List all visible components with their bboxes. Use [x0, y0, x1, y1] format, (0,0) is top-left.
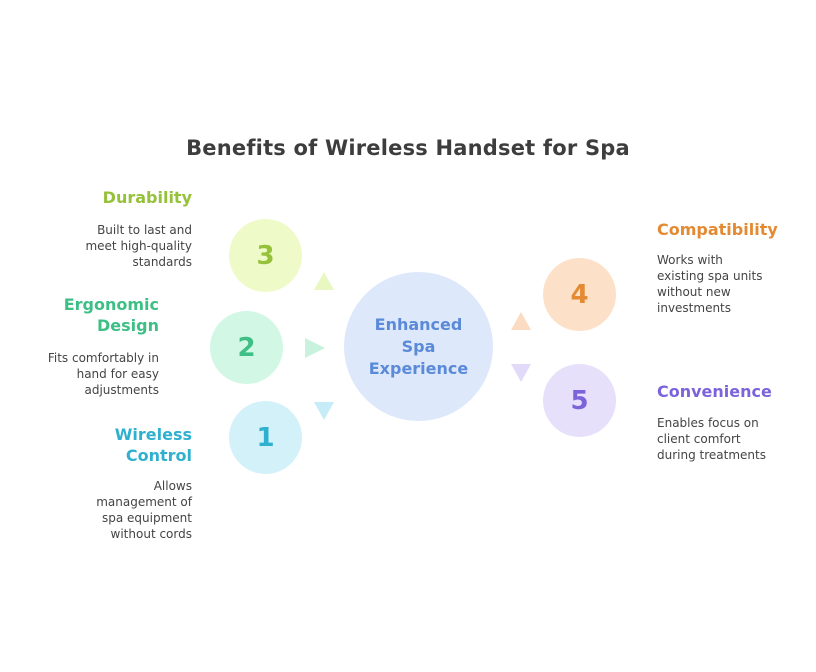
center-label-line: Spa	[401, 336, 436, 356]
desc-line: without new	[657, 285, 731, 299]
desc-line: Enables focus on	[657, 416, 759, 430]
heading-line: Ergonomic	[63, 295, 159, 314]
desc-line: hand for easy	[76, 367, 159, 381]
benefit-circle-3: 3	[229, 219, 302, 292]
benefit-desc-ergonomic-design: Fits comfortably in hand for easy adjust…	[48, 350, 159, 398]
desc-line: Fits comfortably in	[47, 351, 159, 365]
diagram-title: Benefits of Wireless Handset for Spa	[186, 136, 630, 160]
desc-line: without cords	[110, 527, 192, 541]
benefit-number: 2	[237, 332, 256, 363]
desc-line: Allows	[153, 479, 192, 493]
benefit-number: 3	[256, 240, 275, 271]
desc-line: investments	[657, 301, 732, 315]
benefit-heading-wireless-control: Wireless Control	[115, 424, 192, 466]
benefit-desc-compatibility: Works with existing spa units without ne…	[657, 252, 762, 316]
desc-line: client comfort	[657, 432, 741, 446]
benefit-circle-2: 2	[210, 311, 283, 384]
benefit-heading-convenience: Convenience	[657, 381, 772, 402]
center-circle-enhanced-spa-experience: Enhanced Spa Experience	[344, 272, 493, 421]
benefit-circle-4: 4	[543, 258, 616, 331]
desc-line: meet high-quality	[85, 239, 192, 253]
benefit-desc-convenience: Enables focus on client comfort during t…	[657, 415, 766, 463]
benefit-desc-wireless-control: Allows management of spa equipment witho…	[96, 478, 192, 542]
desc-line: adjustments	[84, 383, 159, 397]
arrow-right-triangle-icon	[305, 338, 325, 358]
desc-line: during treatments	[657, 448, 766, 462]
center-label-line: Experience	[368, 358, 469, 378]
heading-line: Design	[97, 316, 159, 335]
benefit-desc-durability: Built to last and meet high-quality stan…	[85, 222, 192, 270]
arrow-down-triangle-icon	[511, 364, 531, 382]
desc-line: Built to last and	[97, 223, 192, 237]
benefit-heading-durability: Durability	[103, 187, 192, 208]
desc-line: existing spa units	[657, 269, 763, 283]
heading-line: Convenience	[657, 382, 772, 401]
desc-line: Works with	[657, 253, 723, 267]
heading-line: Durability	[102, 188, 192, 207]
center-label: Enhanced Spa Experience	[369, 314, 469, 380]
desc-line: management of	[96, 495, 192, 509]
benefit-number: 5	[570, 385, 589, 416]
benefit-heading-ergonomic-design: Ergonomic Design	[64, 294, 159, 336]
desc-line: spa equipment	[102, 511, 192, 525]
desc-line: standards	[132, 255, 192, 269]
heading-line: Wireless	[114, 425, 192, 444]
arrow-up-triangle-icon	[314, 272, 334, 290]
benefit-number: 4	[570, 279, 589, 310]
benefit-circle-5: 5	[543, 364, 616, 437]
benefit-number: 1	[256, 422, 275, 453]
arrow-down-triangle-icon	[314, 402, 334, 420]
heading-line: Control	[125, 446, 192, 465]
benefit-heading-compatibility: Compatibility	[657, 219, 778, 240]
center-label-line: Enhanced	[374, 314, 463, 334]
heading-line: Compatibility	[657, 220, 778, 239]
benefit-circle-1: 1	[229, 401, 302, 474]
arrow-up-triangle-icon	[511, 312, 531, 330]
